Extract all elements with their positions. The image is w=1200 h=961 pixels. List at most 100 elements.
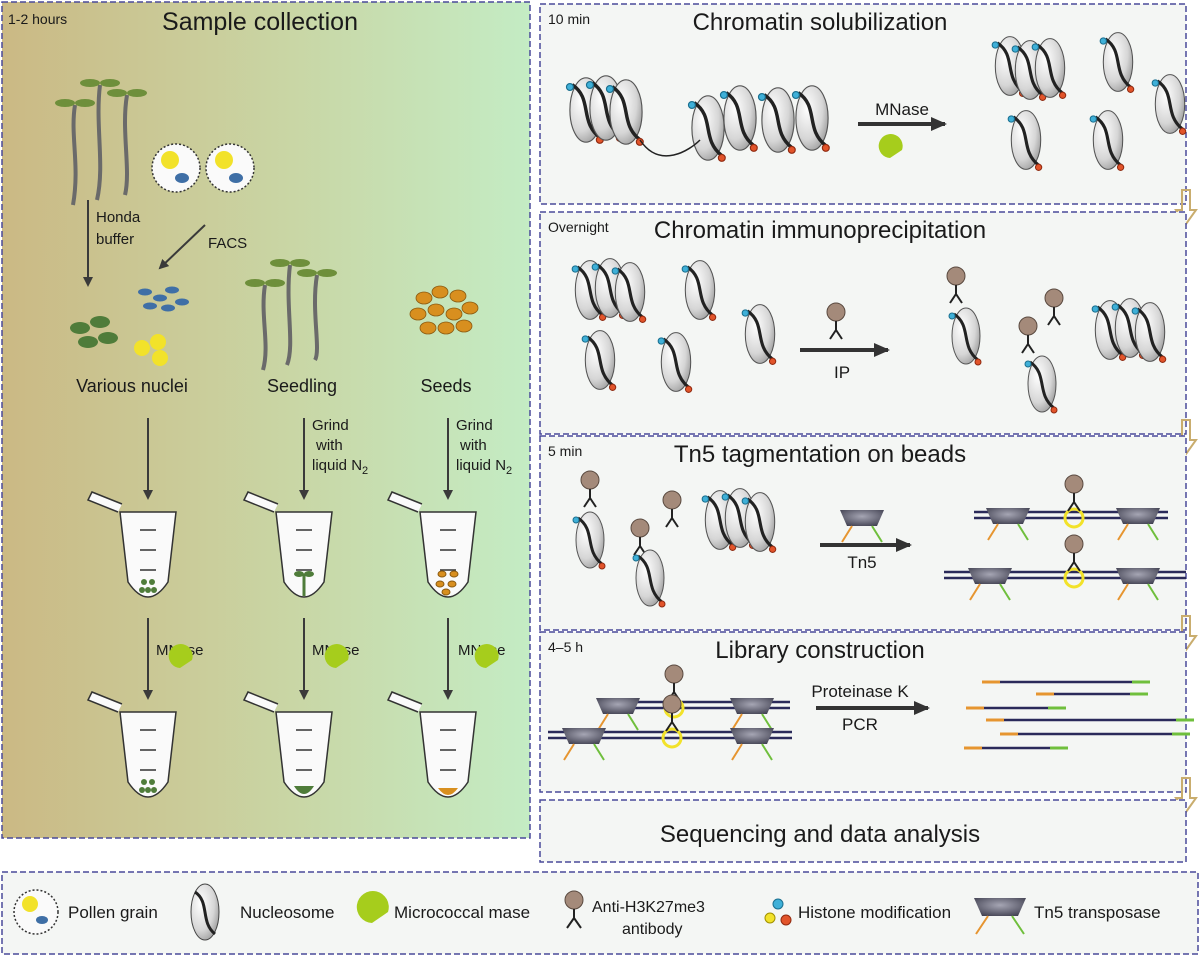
step-title: Tn5 tagmentation on beads <box>674 441 966 468</box>
antibody-icon <box>630 518 650 556</box>
microtube-icon <box>386 491 477 598</box>
mnase-icon <box>356 891 389 923</box>
seedling-illustration <box>55 79 147 206</box>
legend-antibody-label-1: Anti-H3K27me3 <box>592 899 705 916</box>
nucleosome-icon <box>657 332 693 393</box>
honda-buffer-label-1: Honda <box>96 209 141 226</box>
grind-label-2: with <box>459 437 487 454</box>
tn5-transposase-icon <box>596 698 640 731</box>
seedling-label: Seedling <box>267 376 337 396</box>
antibody-icon <box>662 490 682 528</box>
microtube-icon <box>242 691 333 798</box>
grind-label-1: Grind <box>312 417 349 434</box>
tn5-transposase-icon <box>1116 568 1160 601</box>
step-title: Sequencing and data analysis <box>660 821 980 848</box>
arrow-label: IP <box>834 363 850 382</box>
grind-label-3: liquid N2 <box>456 457 512 477</box>
microtube-icon <box>386 691 477 798</box>
mnase-icon <box>168 644 193 668</box>
mnase-icon <box>878 134 903 158</box>
grind-label-1: Grind <box>456 417 493 434</box>
tn5-transposase-icon <box>974 898 1026 935</box>
arrow-label: MNase <box>875 100 929 119</box>
nucleosome-icon <box>632 549 666 608</box>
arrow-label-bottom: PCR <box>842 715 878 734</box>
legend-nucleosome-label: Nucleosome <box>240 903 335 922</box>
nucleosome-icon <box>1089 110 1125 171</box>
nucleosome-icon <box>1024 355 1058 414</box>
antibody-icon <box>826 302 846 340</box>
nucleosome-icon <box>190 883 220 941</box>
nucleosome-icon <box>611 262 647 323</box>
antibody-icon <box>1064 474 1084 512</box>
nucleosome-icon <box>1007 110 1043 171</box>
antibody-icon <box>662 694 682 732</box>
legend-antibody-label-2: antibody <box>622 921 683 938</box>
arrow-label-top: Proteinase K <box>811 682 909 701</box>
panel-time-label: 1-2 hours <box>8 11 67 27</box>
microtube-icon <box>86 691 177 798</box>
step-panel: Sequencing and data analysis <box>539 799 1187 863</box>
tn5-transposase-icon <box>840 510 884 543</box>
antibody-icon <box>564 890 584 929</box>
library-illustration: Proteinase K PCR <box>548 664 1194 761</box>
seedling-illustration <box>245 259 337 371</box>
seeds-label: Seeds <box>420 376 471 396</box>
arrow-label: Tn5 <box>847 553 876 572</box>
legend-mnase-label: Micrococcal mase <box>394 903 530 922</box>
microtube-icon <box>242 491 333 598</box>
nucleosome-icon <box>791 85 830 152</box>
solubilization-illustration: MNase <box>565 32 1187 171</box>
step-time-label: 5 min <box>548 443 582 459</box>
nucleosome-icon <box>681 260 717 321</box>
tn5-transposase-icon <box>968 568 1012 601</box>
tagmentation-illustration: Tn5 <box>572 470 1186 608</box>
mnase-icon <box>474 644 499 668</box>
mnase-icon <box>324 644 349 668</box>
tn5-transposase-icon <box>1116 508 1160 541</box>
various-nuclei-icon <box>70 286 189 366</box>
tn5-transposase-icon <box>730 728 774 761</box>
panel-title: Sample collection <box>162 8 358 36</box>
grind-label-3: liquid N2 <box>312 457 368 477</box>
step-title: Chromatin solubilization <box>693 9 948 36</box>
antibody-icon <box>1064 534 1084 572</box>
nucleosome-icon <box>1099 32 1135 93</box>
seeds-icon <box>409 285 479 335</box>
legend-tn5-label: Tn5 transposase <box>1034 903 1161 922</box>
legend: Pollen grain Nucleosome Micrococcal mase… <box>1 871 1199 955</box>
antibody-icon <box>1044 288 1064 326</box>
various-nuclei-label: Various nuclei <box>76 376 188 396</box>
step-time-label: 4–5 h <box>548 639 583 655</box>
nucleosome-icon <box>1131 302 1167 363</box>
grind-label-2: with <box>315 437 343 454</box>
pollen-grain-icon <box>205 143 255 193</box>
nucleosome-icon <box>687 95 726 162</box>
antibody-icon <box>946 266 966 304</box>
nucleosome-icon <box>719 85 758 152</box>
step-title: Chromatin immunoprecipitation <box>654 217 986 244</box>
nucleosome-icon <box>741 492 777 553</box>
nucleosome-icon <box>605 79 644 146</box>
step-time-label: Overnight <box>548 219 609 235</box>
sample-collection-panel: 1-2 hours Sample collection Honda buffer <box>1 1 531 839</box>
honda-buffer-label-2: buffer <box>96 231 134 248</box>
nucleosome-icon <box>581 330 617 391</box>
step-panel: Overnight Chromatin immunoprecipitation <box>539 211 1198 456</box>
immunoprecipitation-illustration: IP <box>571 258 1167 414</box>
facs-label: FACS <box>208 235 247 252</box>
histone-modification-icon <box>764 898 792 926</box>
antibody-icon <box>1018 316 1038 354</box>
nucleosome-icon <box>1031 38 1067 99</box>
pollen-grain-icon <box>151 143 201 193</box>
pollen-grain-icon <box>13 889 59 935</box>
nucleosome-icon <box>757 87 796 154</box>
nucleosome-icon <box>741 304 777 365</box>
antibody-icon <box>580 470 600 508</box>
tn5-transposase-icon <box>730 698 774 731</box>
microtube-icon <box>86 491 177 598</box>
